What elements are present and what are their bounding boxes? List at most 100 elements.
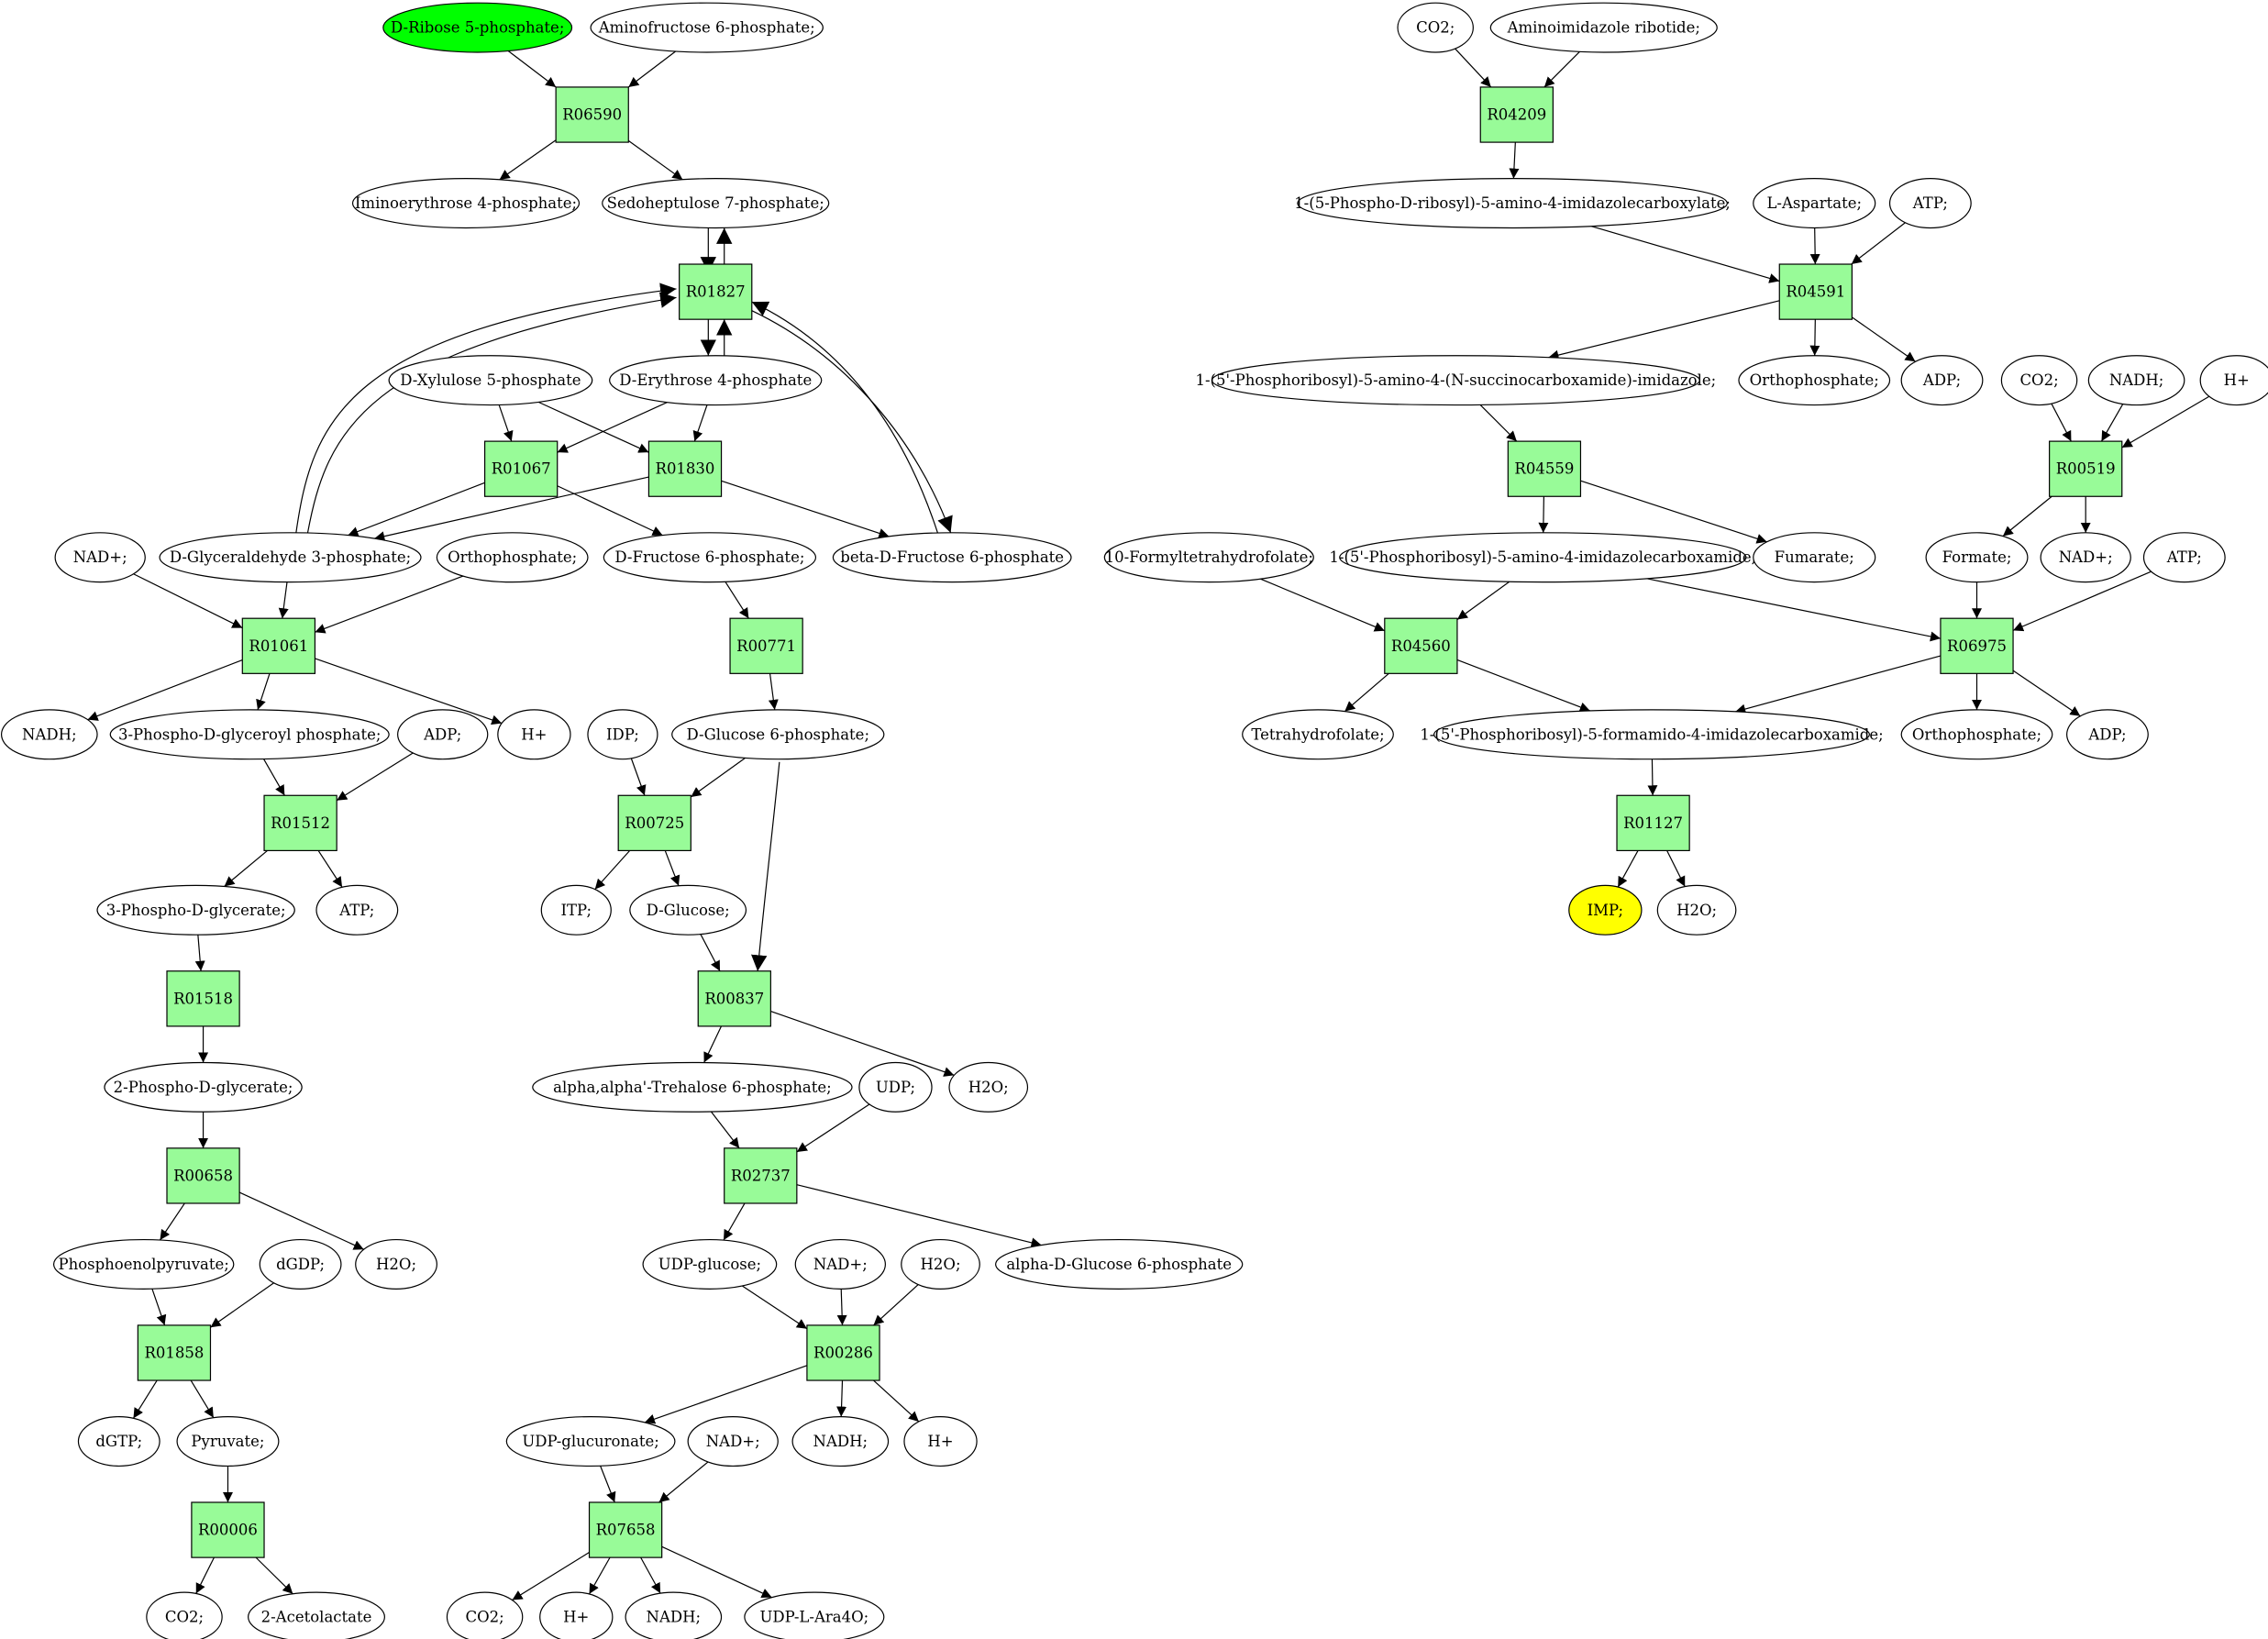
compound-pg3[interactable]: 3-Phospho-D-glycerate;	[96, 884, 295, 936]
compound-h2o-4[interactable]: H2O;	[1656, 884, 1737, 936]
compound-udp[interactable]: UDP;	[858, 1061, 933, 1113]
reaction-label: R00771	[736, 637, 796, 655]
compound-aicar[interactable]: 1-(5'-Phosphoribosyl)-5-amino-4-imidazol…	[1329, 532, 1756, 583]
compound-hplus-3[interactable]: H+	[539, 1591, 614, 1639]
edge-R04591-to-saicar	[1548, 300, 1780, 360]
compound-orthophosphate-1[interactable]: Orthophosphate;	[436, 532, 589, 583]
compound-betafructose6p[interactable]: beta-D-Fructose 6-phosphate	[832, 532, 1072, 583]
compound-gap[interactable]: D-Glyceraldehyde 3-phosphate;	[159, 532, 422, 583]
compound-adp-2[interactable]: ADP;	[1900, 355, 1984, 406]
reaction-r01127[interactable]: R01127	[1616, 794, 1690, 852]
reaction-r04559[interactable]: R04559	[1507, 440, 1582, 497]
compound-h2o-2[interactable]: H2O;	[948, 1061, 1029, 1113]
reaction-r04560[interactable]: R04560	[1384, 617, 1458, 674]
compound-h2o-1[interactable]: H2O;	[355, 1238, 437, 1290]
compound-glucose[interactable]: D-Glucose;	[629, 884, 747, 936]
compound-label: alpha,alpha'-Trehalose 6-phosphate;	[553, 1079, 832, 1096]
reaction-r01830[interactable]: R01830	[647, 440, 723, 497]
compound-faicar[interactable]: 1-(5'-Phosphoribosyl)-5-formamido-4-imid…	[1420, 709, 1884, 760]
compound-udpglucuronate[interactable]: UDP-glucuronate;	[505, 1416, 676, 1467]
compound-aminofructose6p[interactable]: Aminofructose 6-phosphate;	[590, 2, 824, 53]
compound-orthophosphate-2[interactable]: Orthophosphate;	[1738, 355, 1891, 406]
compound-nad-1[interactable]: NAD+;	[54, 532, 146, 583]
compound-nad-3[interactable]: NAD+;	[687, 1416, 779, 1467]
compound-nadh-2[interactable]: NADH;	[791, 1416, 890, 1467]
compound-co2-4[interactable]: CO2;	[2000, 355, 2078, 406]
compound-pyruvate[interactable]: Pyruvate;	[176, 1416, 280, 1467]
compound-hplus-2[interactable]: H+	[903, 1416, 978, 1467]
reaction-r00006[interactable]: R00006	[191, 1501, 265, 1558]
compound-co2-3[interactable]: CO2;	[1397, 2, 1474, 53]
reaction-r01512[interactable]: R01512	[263, 794, 337, 852]
reaction-r01858[interactable]: R01858	[137, 1324, 212, 1381]
compound-formyl-thf[interactable]: 10-Formyltetrahydrofolate;	[1103, 532, 1314, 583]
reaction-r02737[interactable]: R02737	[724, 1147, 798, 1204]
reaction-r00286[interactable]: R00286	[806, 1324, 880, 1381]
compound-label: D-Glyceraldehyde 3-phosphate;	[170, 548, 411, 566]
compound-itp[interactable]: ITP;	[540, 884, 612, 936]
compound-adp-1[interactable]: ADP;	[397, 709, 489, 760]
compound-atp-1[interactable]: ATP;	[315, 884, 399, 936]
compound-iminoerythrose4p[interactable]: Iminoerythrose 4-phosphate;	[351, 178, 581, 229]
compound-formate[interactable]: Formate;	[1925, 532, 2029, 583]
compound-sedoheptulose7p[interactable]: Sedoheptulose 7-phosphate;	[602, 178, 830, 229]
reaction-r07658[interactable]: R07658	[588, 1501, 663, 1558]
reaction-r00771[interactable]: R00771	[729, 617, 803, 674]
compound-cair[interactable]: 1-(5-Phospho-D-ribosyl)-5-amino-4-imidaz…	[1294, 178, 1731, 229]
reaction-r04591[interactable]: R04591	[1778, 263, 1853, 320]
reaction-r06975[interactable]: R06975	[1940, 617, 2014, 674]
compound-ellipse	[1753, 178, 1876, 229]
reaction-box	[724, 1147, 798, 1204]
compound-trehalose6p[interactable]: alpha,alpha'-Trehalose 6-phosphate;	[532, 1061, 853, 1113]
reaction-r04209[interactable]: R04209	[1479, 86, 1554, 143]
compound-acetolactate[interactable]: 2-Acetolactate	[248, 1591, 385, 1639]
compound-fumarate[interactable]: Fumarate;	[1753, 532, 1876, 583]
compound-nadh-1[interactable]: NADH;	[0, 709, 98, 760]
compound-udpara[interactable]: UDP-L-Ara4O;	[744, 1591, 885, 1639]
reaction-r00725[interactable]: R00725	[617, 794, 691, 852]
compound-xylulose5p[interactable]: D-Xylulose 5-phosphate	[388, 355, 593, 406]
compound-erythrose4p[interactable]: D-Erythrose 4-phosphate	[609, 355, 823, 406]
compound-imp[interactable]: IMP;	[1568, 884, 1643, 936]
compound-co2-1[interactable]: CO2;	[146, 1591, 223, 1639]
compound-pg2[interactable]: 2-Phospho-D-glycerate;	[104, 1061, 303, 1113]
compound-label: NADH;	[813, 1433, 868, 1450]
compound-nadh-3[interactable]: NADH;	[625, 1591, 723, 1639]
compound-pep[interactable]: Phosphoenolpyruvate;	[52, 1238, 235, 1290]
compound-glucose6p[interactable]: D-Glucose 6-phosphate;	[671, 709, 885, 760]
compound-orthophosphate-3[interactable]: Orthophosphate;	[1900, 709, 2053, 760]
compound-aspartate[interactable]: L-Aspartate;	[1753, 178, 1876, 229]
reaction-r00837[interactable]: R00837	[697, 970, 771, 1027]
compound-hplus-1[interactable]: H+	[497, 709, 571, 760]
compound-atp-2[interactable]: ATP;	[1888, 178, 1972, 229]
compound-alphaglucose6p[interactable]: alpha-D-Glucose 6-phosphate	[995, 1238, 1244, 1290]
reaction-box	[1384, 617, 1458, 674]
compound-thf[interactable]: Tetrahydrofolate;	[1242, 709, 1394, 760]
compound-nad-2[interactable]: NAD+;	[794, 1238, 886, 1290]
compound-fructose6p[interactable]: D-Fructose 6-phosphate;	[603, 532, 817, 583]
compound-dgdp[interactable]: dGDP;	[259, 1238, 342, 1290]
reaction-r01518[interactable]: R01518	[166, 970, 240, 1027]
compound-udpglucose[interactable]: UDP-glucose;	[642, 1238, 778, 1290]
compound-nad-4[interactable]: NAD+;	[2040, 532, 2131, 583]
compound-ribose5p[interactable]: D-Ribose 5-phosphate;	[382, 2, 573, 53]
reaction-r01827[interactable]: R01827	[679, 263, 753, 320]
edge-R04591-to-adp_2	[1852, 316, 1916, 362]
reaction-r00658[interactable]: R00658	[166, 1147, 240, 1204]
compound-atp-3[interactable]: ATP;	[2142, 532, 2226, 583]
compound-idp[interactable]: IDP;	[587, 709, 658, 760]
compound-h2o-3[interactable]: H2O;	[901, 1238, 980, 1290]
reaction-r01067[interactable]: R01067	[483, 440, 559, 497]
compound-bpg[interactable]: 3-Phospho-D-glyceroyl phosphate;	[109, 709, 390, 760]
compound-label: Fumarate;	[1775, 548, 1854, 566]
compound-dgtp[interactable]: dGTP;	[77, 1416, 160, 1467]
reaction-r01061[interactable]: R01061	[241, 617, 316, 674]
compound-co2-2[interactable]: CO2;	[446, 1591, 524, 1639]
compound-nadh-4[interactable]: NADH;	[2087, 355, 2185, 406]
reaction-r00519[interactable]: R00519	[2049, 440, 2123, 497]
compound-air[interactable]: Aminoimidazole ribotide;	[1489, 2, 1718, 53]
compound-adp-3[interactable]: ADP;	[2066, 709, 2149, 760]
reaction-r06590[interactable]: R06590	[555, 86, 629, 143]
compound-saicar[interactable]: 1-(5'-Phosphoribosyl)-5-amino-4-(N-succi…	[1195, 355, 1716, 406]
compound-hplus-4[interactable]: H+	[2199, 355, 2268, 406]
